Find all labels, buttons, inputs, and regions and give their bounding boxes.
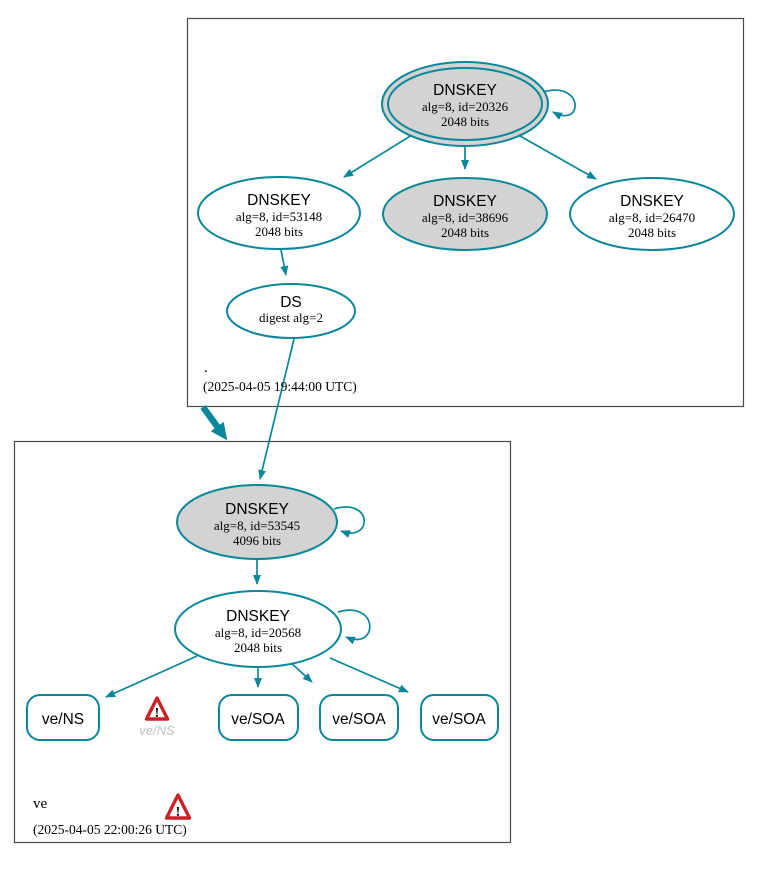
rrset-label: ve/SOA	[231, 711, 285, 728]
warning-exclamation: !	[155, 706, 160, 721]
node-ellipse	[176, 484, 338, 560]
rrset-ve-soa3-node[interactable]: ve/SOA	[420, 694, 499, 741]
dnskey-detail: alg=8, id=53148	[236, 209, 322, 224]
rrset-box	[420, 694, 499, 741]
warning-icon	[144, 696, 170, 721]
warning-ve-ns[interactable]: ! ve/NS	[139, 696, 175, 738]
dnskey-20326-node[interactable]: DNSKEY alg=8, id=20326 2048 bits	[381, 61, 549, 147]
rrset-label: ve/NS	[42, 711, 84, 728]
edge-ve-ksk-selfloop	[333, 506, 365, 538]
rrset-box	[218, 694, 299, 741]
node-ellipse	[569, 177, 735, 251]
edge-root-ksk-selfloop	[542, 89, 576, 120]
ve-zone-label: ve	[33, 796, 48, 812]
dnskey-title: DNSKEY	[226, 608, 290, 625]
dnskey-53545-node[interactable]: DNSKEY alg=8, id=53545 4096 bits	[176, 484, 338, 560]
edge-ve-zsk-to-ns	[105, 655, 198, 698]
dnskey-20568-node[interactable]: DNSKEY alg=8, id=20568 2048 bits	[174, 590, 342, 668]
ve-zone-box	[13, 440, 512, 844]
rrset-box	[319, 694, 399, 741]
node-ellipse	[197, 176, 361, 250]
warning-exclamation: !	[176, 805, 181, 820]
dnskey-bits: 2048 bits	[628, 225, 676, 240]
warning-ve-zone[interactable]: !	[164, 793, 192, 820]
dnskey-38696-node[interactable]: DNSKEY alg=8, id=38696 2048 bits	[382, 177, 548, 251]
dnskey-title: DNSKEY	[247, 192, 311, 209]
dnskey-detail: alg=8, id=20326	[422, 99, 509, 114]
edge-root-ksk-to-zsk-left	[343, 134, 413, 178]
dnskey-26470-node[interactable]: DNSKEY alg=8, id=26470 2048 bits	[569, 177, 735, 251]
ve-zone-timestamp: (2025-04-05 22:00:26 UTC)	[33, 822, 187, 837]
rrset-ve-ns-node[interactable]: ve/NS	[26, 694, 100, 741]
rrset-label: ve/SOA	[332, 711, 386, 728]
dnskey-53148-node[interactable]: DNSKEY alg=8, id=53148 2048 bits	[197, 176, 361, 250]
dnskey-bits: 2048 bits	[441, 225, 489, 240]
dnskey-bits: 4096 bits	[233, 533, 281, 548]
dnskey-title: DNSKEY	[225, 501, 289, 518]
ds-title: DS	[280, 294, 302, 311]
root-zone-label: .	[204, 360, 208, 376]
edge-ds-to-ve-ksk	[258, 338, 295, 480]
root-zone-timestamp: (2025-04-05 19:44:00 UTC)	[203, 379, 357, 394]
edge-root-delegation-to-ve	[200, 405, 228, 441]
node-ellipse	[174, 590, 342, 668]
dnskey-bits: 2048 bits	[255, 224, 303, 239]
node-ellipse	[226, 283, 356, 339]
rrset-ve-soa2-node[interactable]: ve/SOA	[319, 694, 399, 741]
warning-rrset-label: ve/NS	[139, 723, 175, 738]
node-ellipse-outer	[381, 61, 549, 147]
dnskey-detail: alg=8, id=26470	[609, 210, 695, 225]
edge-ve-zsk-selfloop	[337, 609, 371, 645]
dnskey-title: DNSKEY	[433, 82, 497, 99]
node-ellipse-inner	[387, 67, 543, 141]
dnskey-bits: 2048 bits	[234, 640, 282, 655]
rrset-label: ve/SOA	[432, 711, 486, 728]
dnskey-title: DNSKEY	[620, 193, 684, 210]
rrset-box	[26, 694, 100, 741]
edge-ve-zsk-to-soa2	[290, 662, 313, 683]
dnskey-detail: alg=8, id=20568	[215, 625, 301, 640]
edge-ve-zsk-to-soa3	[329, 657, 409, 693]
root-zone-box	[186, 17, 745, 408]
rrset-ve-soa1-node[interactable]: ve/SOA	[218, 694, 299, 741]
dnskey-title: DNSKEY	[433, 193, 497, 210]
edge-root-ksk-to-zsk-right	[519, 135, 597, 180]
ds-detail: digest alg=2	[259, 310, 323, 325]
ds-node[interactable]: DS digest alg=2	[226, 283, 356, 339]
dnskey-detail: alg=8, id=38696	[422, 210, 509, 225]
edge-zsk-left-to-ds	[280, 249, 289, 276]
warning-icon	[164, 793, 192, 820]
node-ellipse	[382, 177, 548, 251]
dnskey-detail: alg=8, id=53545	[214, 518, 300, 533]
dnskey-bits: 2048 bits	[441, 114, 489, 129]
